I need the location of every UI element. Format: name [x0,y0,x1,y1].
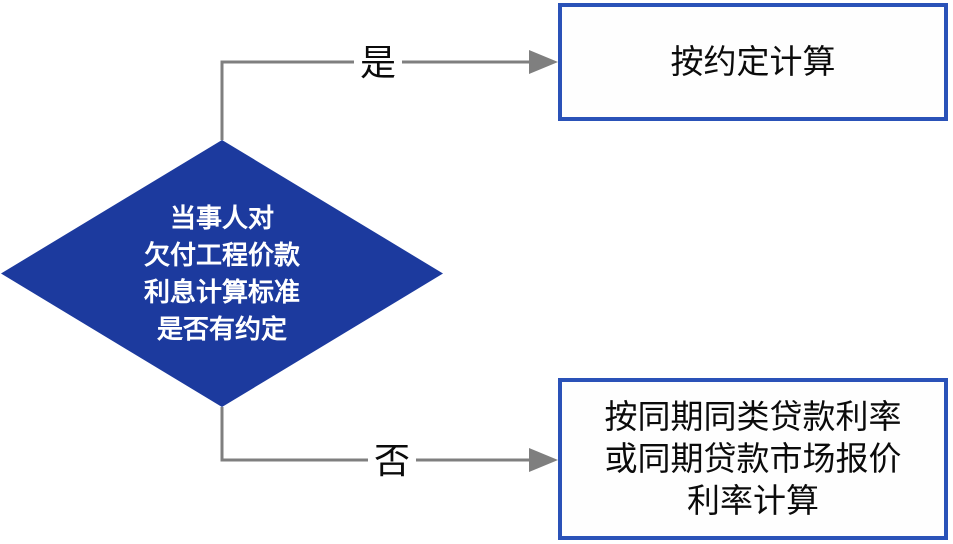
decision-text-line: 欠付工程价款 [143,239,300,270]
decision-text-line: 当事人对 [169,202,274,233]
decision-text-line: 是否有约定 [156,313,287,344]
result-box-no-text-line: 或同期贷款市场报价 [604,440,902,477]
result-box-no-text-line: 按同期同类贷款利率 [604,398,902,435]
decision-text-line: 利息计算标准 [143,276,300,307]
yes-branch-label: 是 [353,45,403,81]
result-box-yes: 按约定计算 [558,3,948,121]
yes-connector-line [220,60,531,140]
yes-arrowhead-icon [529,50,558,74]
result-box-no: 按同期同类贷款利率 或同期贷款市场报价 利率计算 [558,378,948,540]
result-box-yes-text: 按约定计算 [670,43,836,80]
no-arrowhead-icon [529,448,558,472]
no-branch-label: 否 [367,443,417,479]
no-connector-line [220,407,531,462]
result-box-no-text-line: 利率计算 [687,482,819,519]
